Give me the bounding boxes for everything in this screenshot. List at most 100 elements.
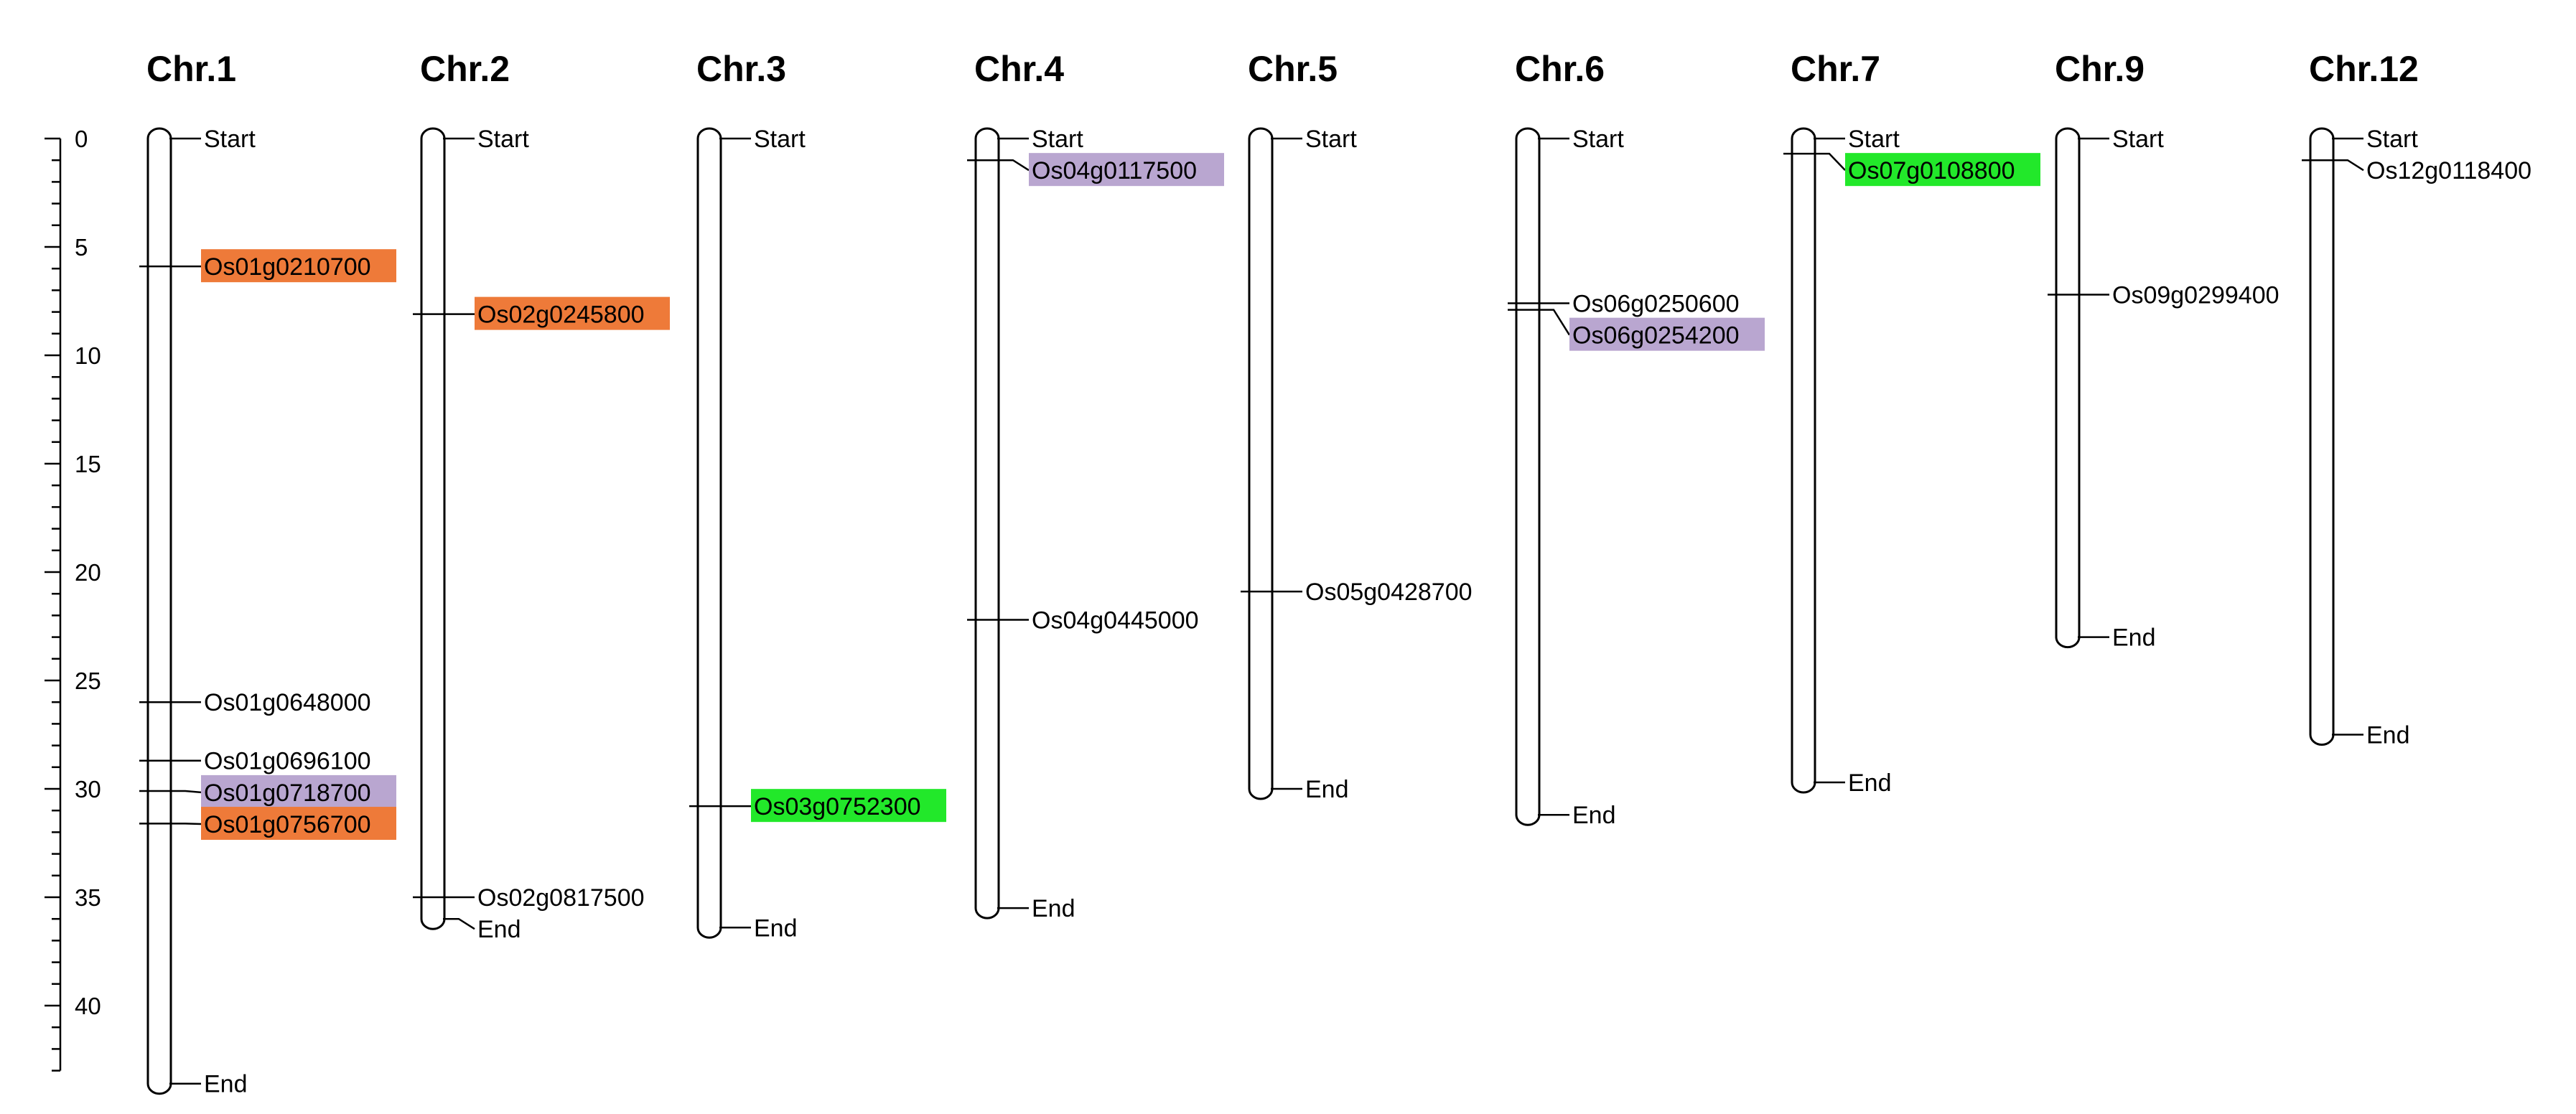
- end-marker: End: [2332, 722, 2410, 749]
- gene-marker: Os07g0108800: [1783, 152, 2040, 187]
- start-marker: Start: [2078, 126, 2164, 153]
- end-label: End: [2366, 722, 2410, 749]
- chromosome-title: Chr.3: [696, 49, 786, 89]
- gene-marker: Os01g0756700: [139, 807, 396, 841]
- label-connector: [171, 790, 202, 794]
- gene-marker: Os05g0428700: [1241, 579, 1473, 606]
- gene-marker: Os01g0648000: [139, 689, 371, 716]
- label-connector: [171, 823, 202, 825]
- start-marker: Start: [169, 126, 256, 153]
- gene-marker: Os01g0696100: [139, 748, 371, 775]
- chromosome-body: [696, 127, 722, 939]
- end-marker: End: [1814, 769, 1892, 797]
- chromosomes: Chr.1StartOs01g0210700Os01g0648000Os01g0…: [139, 49, 2531, 1098]
- tick-label: 5: [75, 234, 88, 261]
- label-connector: [2333, 159, 2364, 172]
- chromosome-body: [1248, 127, 1274, 800]
- start-marker: Start: [997, 126, 1083, 153]
- gene-highlight-orange: [201, 807, 396, 841]
- gene-highlight-green: [1845, 153, 2040, 187]
- gene-label: Os04g0445000: [1032, 607, 1199, 634]
- start-label: Start: [1572, 126, 1624, 153]
- gene-label: Os12g0118400: [2366, 157, 2531, 184]
- start-marker: Start: [1271, 126, 1357, 153]
- start-marker: Start: [2332, 126, 2418, 153]
- gene-label: Os09g0299400: [2112, 281, 2279, 309]
- tick-label: 0: [75, 126, 88, 152]
- gene-label: Os01g0210700: [204, 253, 371, 281]
- gene-highlight-purple: [1029, 153, 1224, 187]
- end-label: End: [477, 916, 521, 943]
- tick-label: 20: [75, 559, 101, 586]
- end-label: End: [1848, 769, 1892, 797]
- gene-highlight-green: [751, 789, 946, 823]
- gene-marker: Os02g0817500: [413, 884, 645, 912]
- chromosome-body: [420, 127, 446, 930]
- start-label: Start: [477, 126, 529, 153]
- chromosome-body: [146, 127, 172, 1095]
- start-label: Start: [204, 126, 256, 153]
- gene-label: Os01g0756700: [204, 811, 371, 838]
- start-marker: Start: [443, 126, 529, 153]
- gene-marker: Os02g0245800: [413, 296, 670, 330]
- label-connector: [999, 159, 1030, 172]
- gene-label: Os02g0245800: [477, 301, 645, 329]
- gene-marker: Os03g0752300: [689, 789, 946, 823]
- chromosome-title: Chr.12: [2309, 49, 2419, 89]
- tick-label: 40: [75, 993, 101, 1019]
- start-marker: Start: [1538, 126, 1624, 153]
- gene-marker: Os06g0250600: [1508, 291, 1740, 318]
- end-label: End: [2112, 624, 2156, 652]
- end-label: End: [204, 1071, 248, 1098]
- gene-highlight-orange: [475, 296, 670, 330]
- end-label: End: [1572, 802, 1616, 829]
- chromosome-title: Chr.9: [2055, 49, 2145, 89]
- end-marker: End: [169, 1071, 248, 1098]
- start-label: Start: [754, 126, 806, 153]
- gene-label: Os03g0752300: [754, 793, 921, 820]
- gene-label: Os04g0117500: [1032, 157, 1197, 184]
- gene-label: Os06g0254200: [1572, 322, 1740, 350]
- end-label: End: [1305, 776, 1349, 803]
- tick-label: 35: [75, 884, 101, 911]
- tick-label: 10: [75, 342, 101, 369]
- chromosome-body: [2309, 127, 2335, 746]
- end-marker: End: [1538, 802, 1616, 829]
- gene-marker: Os06g0254200: [1508, 309, 1765, 351]
- gene-label: Os01g0648000: [204, 689, 371, 716]
- gene-marker: Os01g0718700: [139, 774, 396, 808]
- chromosome-body: [1515, 127, 1541, 826]
- gene-marker: Os04g0117500: [967, 153, 1224, 187]
- gene-marker: Os09g0299400: [2048, 281, 2279, 309]
- gene-label: Os05g0428700: [1305, 579, 1473, 606]
- end-marker: End: [997, 895, 1075, 922]
- chromosome-body: [2055, 127, 2081, 649]
- label-connector: [1815, 152, 1846, 172]
- start-label: Start: [2366, 126, 2418, 153]
- start-label: Start: [1848, 126, 1900, 153]
- gene-marker: Os12g0118400: [2302, 157, 2531, 184]
- end-marker: End: [443, 916, 521, 943]
- gene-label: Os01g0718700: [204, 780, 371, 807]
- gene-marker: Os01g0210700: [139, 249, 396, 283]
- gene-marker: Os04g0445000: [967, 607, 1199, 634]
- end-marker: End: [719, 914, 798, 942]
- start-marker: Start: [719, 126, 806, 153]
- chromosome-body: [974, 127, 1000, 919]
- gene-highlight-purple: [201, 774, 396, 808]
- end-label: End: [1032, 895, 1075, 922]
- gene-label: Os06g0250600: [1572, 291, 1740, 318]
- chromosome-title: Chr.4: [974, 49, 1064, 89]
- label-connector: [443, 917, 475, 930]
- tick-label: 30: [75, 776, 101, 802]
- gene-highlight-purple: [1569, 317, 1765, 351]
- start-label: Start: [1305, 126, 1357, 153]
- start-label: Start: [1032, 126, 1083, 153]
